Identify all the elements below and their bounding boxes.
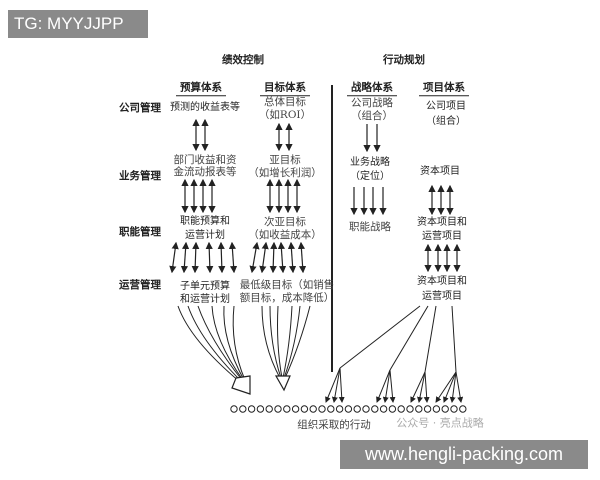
action-circle	[309, 405, 317, 413]
action-circle	[397, 405, 405, 413]
action-circle	[388, 405, 397, 413]
budget-item: 职能预算和	[180, 216, 230, 227]
row-label-corporate: 公司管理	[119, 101, 161, 114]
action-circle	[379, 405, 388, 413]
action-circle	[423, 405, 432, 413]
action-circle	[230, 405, 238, 413]
goal-item: （如收益成本）	[248, 228, 322, 241]
action-arrows	[325, 367, 464, 403]
row-label-business: 业务管理	[119, 169, 161, 182]
action-circle	[362, 405, 370, 413]
action-circle	[318, 405, 326, 413]
action-circle	[344, 405, 353, 413]
hollow-arrows	[231, 375, 291, 395]
action-circle	[274, 405, 282, 413]
action-circle	[450, 405, 458, 413]
footer-url: www.hengli-packing.com	[340, 440, 588, 469]
goal-item: 总体目标	[264, 95, 306, 108]
goal-item: 次亚目标	[264, 215, 306, 228]
budget-item: 和运营计划	[180, 294, 230, 305]
section-performance-control: 绩效控制	[222, 53, 264, 66]
budget-item: 部门收益和资	[173, 153, 237, 166]
strategy-item: 公司战略	[351, 96, 393, 109]
budget-item: 子单元预算	[180, 281, 230, 292]
action-circle	[283, 405, 291, 413]
overlay-label: TG: MYYJJPP	[8, 10, 148, 38]
organization-actions-label: 组织采取的行动	[297, 418, 371, 431]
strategy-item: （定位）	[350, 171, 390, 182]
project-item: （组合）	[426, 116, 466, 127]
action-circle	[239, 405, 247, 413]
goal-item: 额目标，成本降低）	[239, 291, 335, 304]
action-circle	[353, 405, 361, 413]
project-item: 运营项目	[422, 291, 462, 302]
action-circle	[459, 405, 467, 413]
action-circle	[256, 405, 265, 413]
goal-item: （如增长利润）	[248, 166, 322, 179]
project-item: 资本项目	[420, 166, 460, 177]
fan-lines	[177, 305, 457, 383]
section-action-planning: 行动规划	[383, 53, 425, 66]
double-arrows	[169, 118, 461, 274]
watermark: 公众号 · 亮点战略	[396, 416, 484, 430]
budget-item: 金流动报表等	[173, 165, 237, 178]
project-item: 资本项目和	[417, 217, 467, 228]
budget-item: 预测的收益表等	[170, 102, 240, 113]
down-arrows	[350, 124, 387, 216]
action-circle	[415, 405, 423, 413]
action-circle	[371, 405, 379, 413]
header-goal-system: 目标体系	[260, 82, 310, 96]
action-circle	[441, 405, 449, 413]
action-circle	[327, 405, 335, 413]
row-label-functional: 职能管理	[119, 225, 161, 238]
action-circles	[230, 405, 467, 413]
budget-item: 运营计划	[185, 230, 225, 241]
strategy-item: 业务战略	[350, 157, 390, 168]
goal-item: 亚目标	[269, 153, 301, 166]
project-item: 公司项目	[426, 101, 466, 112]
action-circle	[406, 405, 414, 413]
project-item: 资本项目和	[417, 276, 467, 287]
action-circle	[291, 405, 300, 413]
header-strategy-system: 战略体系	[347, 82, 397, 96]
goal-item: （如ROI）	[258, 108, 312, 121]
project-item: 运营项目	[422, 231, 462, 242]
action-circle	[432, 405, 441, 413]
action-circle	[265, 405, 273, 413]
row-label-operational: 运营管理	[119, 278, 161, 291]
goal-item: 最低级目标（如销售	[239, 278, 335, 291]
action-circle	[300, 405, 309, 413]
action-circle	[335, 405, 344, 413]
header-budget-system: 预算体系	[176, 82, 226, 96]
strategy-item: （组合）	[351, 109, 393, 122]
strategy-item: 职能战略	[349, 220, 391, 233]
action-circle	[247, 405, 256, 413]
header-project-system: 项目体系	[419, 82, 469, 96]
